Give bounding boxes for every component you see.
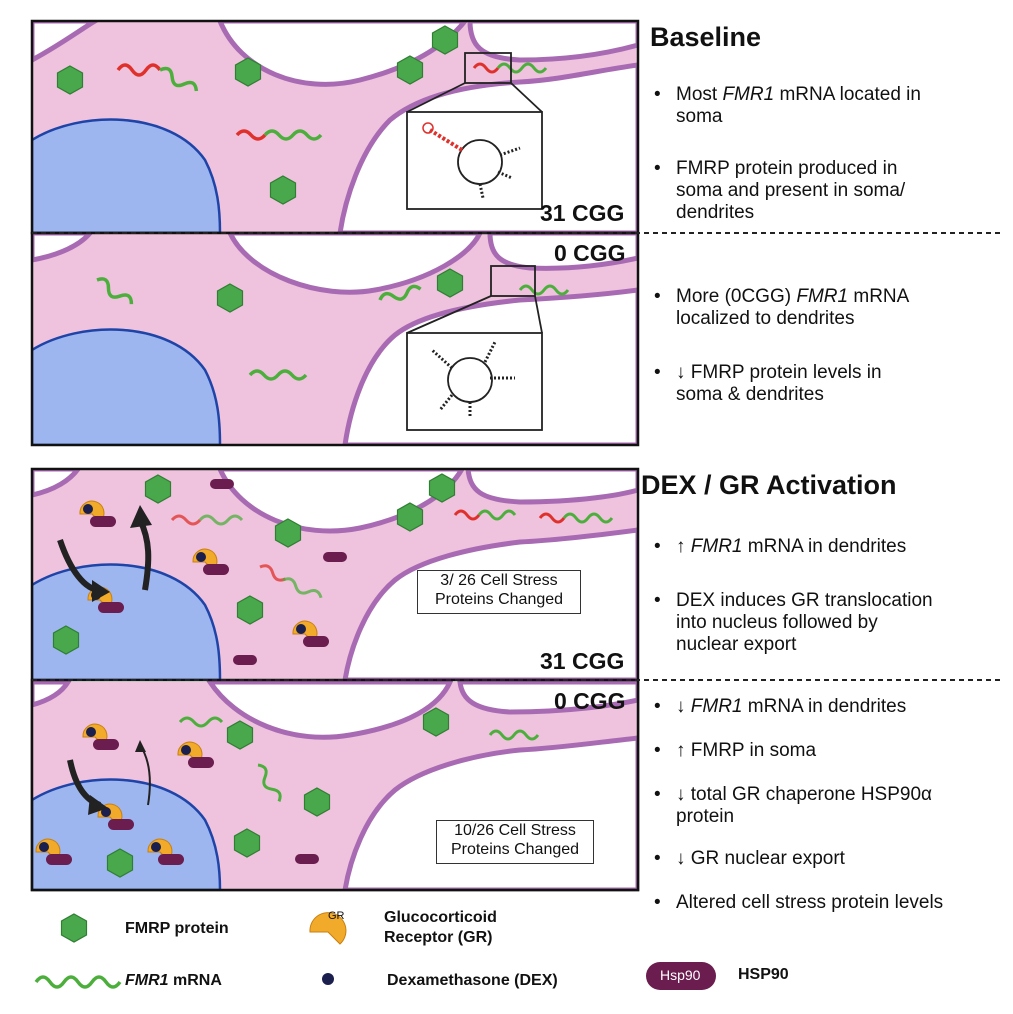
baseline-bullet-4: ↓ FMRP protein levels in soma & dendrite…	[650, 362, 882, 406]
stress-box-31cgg-line1: 3/ 26 Cell Stress	[440, 572, 558, 589]
legend-gr-icon	[309, 912, 347, 945]
legend-mrna-label: FMR1 mRNA	[125, 972, 222, 989]
baseline-bullet-2: FMRP protein produced in soma and presen…	[650, 158, 905, 224]
baseline-bullet-1: Most FMR1 mRNA located in soma	[650, 84, 921, 128]
dex-bullet-4: ↑ FMRP in soma	[650, 740, 816, 762]
legend-mrna-icon	[34, 975, 122, 989]
legend-hsp90-icon-text: Hsp90	[660, 967, 701, 983]
legend-hsp90-label: HSP90	[738, 966, 789, 983]
legend-fmrp-label: FMRP protein	[125, 920, 229, 937]
stress-box-0cgg-line1: 10/26 Cell Stress	[454, 822, 576, 839]
baseline-31cgg-label: 31 CGG	[540, 200, 625, 226]
stress-box-0cgg: 10/26 Cell Stress Proteins Changed	[436, 820, 594, 864]
legend-fmrp-icon	[60, 913, 88, 943]
dex-bullet-2: DEX induces GR translocation into nucleu…	[650, 590, 933, 656]
baseline-bullet-3: More (0CGG) FMR1 mRNA localized to dendr…	[650, 286, 909, 330]
legend-dex-icon	[322, 973, 334, 985]
dex-heading: DEX / GR Activation	[641, 470, 897, 500]
baseline-31cgg-panel	[32, 21, 638, 233]
dex-bullet-7: Altered cell stress protein levels	[650, 892, 943, 914]
legend-hsp90-icon	[646, 962, 716, 990]
legend-gr-icon-text: GR	[328, 910, 345, 922]
dex-bullet-1: ↑ FMR1 mRNA in dendrites	[650, 536, 906, 558]
baseline-0cgg-label: 0 CGG	[554, 240, 626, 266]
dex-bullet-5: ↓ total GR chaperone HSP90α protein	[650, 784, 932, 828]
legend-dex-label: Dexamethasone (DEX)	[387, 972, 558, 989]
stress-box-31cgg: 3/ 26 Cell Stress Proteins Changed	[417, 570, 581, 614]
baseline-0cgg-panel	[32, 233, 638, 445]
dex-0cgg-label: 0 CGG	[554, 688, 626, 714]
dex-31cgg-label: 31 CGG	[540, 648, 625, 674]
stress-box-0cgg-line2: Proteins Changed	[450, 841, 580, 858]
stress-box-31cgg-line2: Proteins Changed	[434, 591, 564, 608]
dex-bullet-3: ↓ FMR1 mRNA in dendrites	[650, 696, 906, 718]
dex-bullet-6: ↓ GR nuclear export	[650, 848, 845, 870]
baseline-heading: Baseline	[650, 22, 762, 52]
